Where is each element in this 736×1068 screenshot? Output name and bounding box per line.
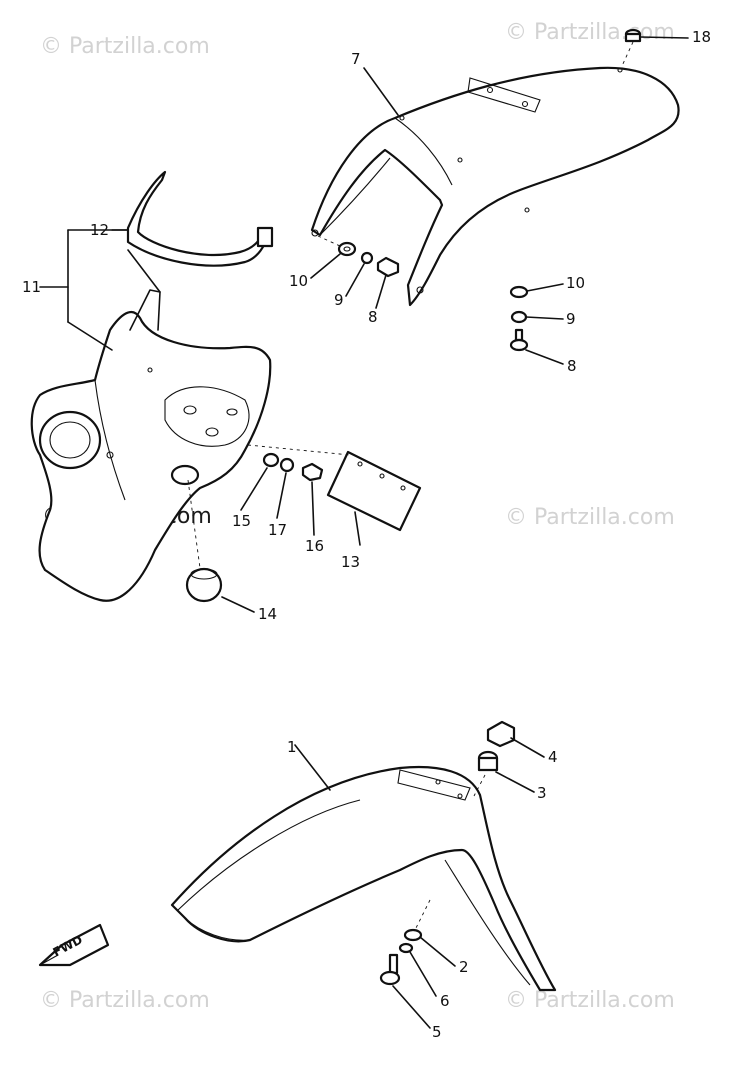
watermark-bottom-right: © Partzilla.com bbox=[505, 988, 675, 1013]
rivet-18 bbox=[621, 28, 642, 67]
watermark-bottom-left: © Partzilla.com bbox=[40, 988, 210, 1013]
callout-5: 5 bbox=[432, 1023, 442, 1041]
callout-1: 1 bbox=[287, 738, 297, 756]
watermark-top-right: © Partzilla.com bbox=[505, 20, 675, 45]
callout-15: 15 bbox=[232, 512, 252, 530]
headlight-bracket bbox=[30, 289, 272, 602]
band-12 bbox=[126, 170, 274, 267]
hardware-rear-left bbox=[317, 235, 400, 278]
hardware-rear-right bbox=[509, 285, 529, 352]
callout-16: 16 bbox=[305, 537, 325, 555]
callout-13: 13 bbox=[341, 553, 361, 571]
front-fender bbox=[170, 765, 557, 992]
callout-8a: 8 bbox=[368, 308, 378, 326]
callout-3: 3 bbox=[537, 784, 547, 802]
callout-9b: 9 bbox=[566, 310, 576, 328]
leader-lines bbox=[39, 36, 689, 1029]
rear-fender bbox=[310, 66, 680, 307]
grommet-14 bbox=[185, 479, 223, 603]
hardware-2-6-5 bbox=[379, 899, 431, 986]
callout-11: 11 bbox=[22, 278, 42, 296]
callout-18: 18 bbox=[692, 28, 712, 46]
callout-2: 2 bbox=[459, 958, 469, 976]
callout-14: 14 bbox=[258, 605, 278, 623]
hardware-15-16-17 bbox=[247, 444, 351, 482]
callout-8b: 8 bbox=[567, 357, 577, 375]
callout-17: 17 bbox=[268, 521, 288, 539]
callout-10a: 10 bbox=[289, 272, 309, 290]
callout-10b: 10 bbox=[566, 274, 586, 292]
hardware-4-3 bbox=[473, 720, 516, 797]
watermark-top-left: © Partzilla.com bbox=[40, 34, 210, 59]
callout-7: 7 bbox=[351, 50, 361, 68]
callout-9a: 9 bbox=[334, 291, 344, 309]
callout-6: 6 bbox=[440, 992, 450, 1010]
plate-13 bbox=[326, 450, 422, 532]
fwd-arrow bbox=[38, 923, 110, 967]
watermark-mid-right: © Partzilla.com bbox=[505, 505, 675, 530]
callout-4: 4 bbox=[548, 748, 558, 766]
callout-12: 12 bbox=[90, 221, 110, 239]
